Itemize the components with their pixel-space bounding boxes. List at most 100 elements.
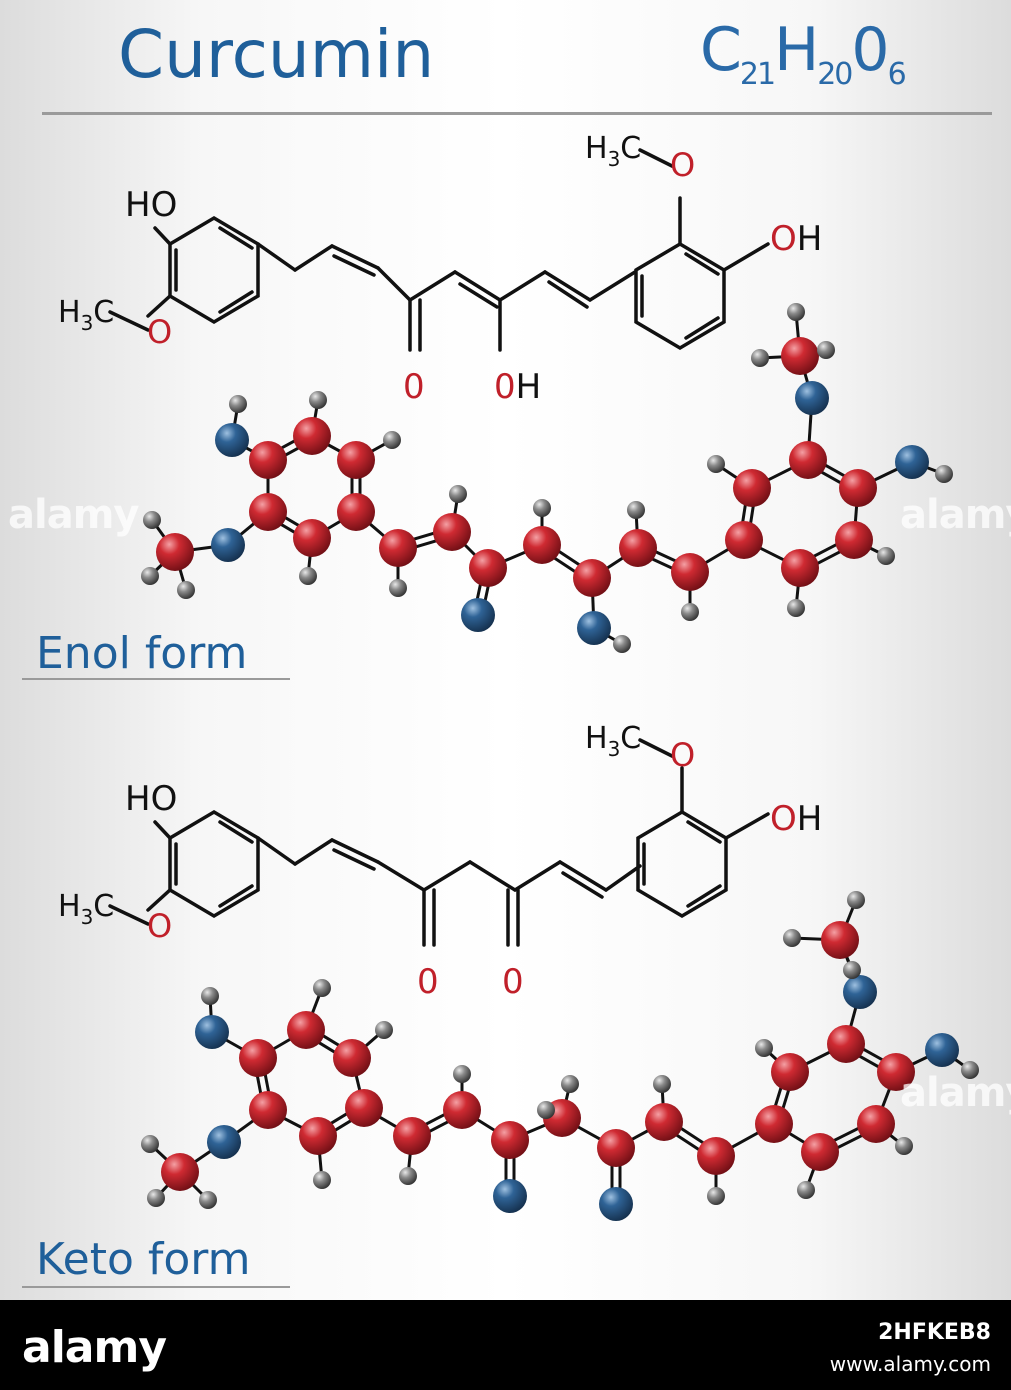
- ho-label: HO: [125, 185, 177, 225]
- enol-carbon-atom: [293, 519, 331, 557]
- ho-label: HO: [125, 779, 177, 819]
- enol-hydrogen-atom: [299, 567, 317, 585]
- enol-carbon-atom: [433, 513, 471, 551]
- enol-oh-label: 0H: [494, 367, 541, 407]
- enol-hydrogen-atom: [389, 579, 407, 597]
- enol-ball-and-stick-model: [141, 303, 953, 653]
- keto-carbon-atom: [393, 1117, 431, 1155]
- stock-footer: [0, 1300, 1011, 1390]
- keto-carbon-atom: [597, 1129, 635, 1167]
- watermark: alamy: [900, 492, 1011, 538]
- site-url: www.alamy.com: [829, 1352, 991, 1376]
- image-id: 2HFKEB8: [878, 1320, 991, 1345]
- carbonyl-oxygen-label: 0: [502, 962, 524, 1002]
- enol-carbon-atom: [733, 469, 771, 507]
- keto-carbon-atom: [443, 1091, 481, 1129]
- keto-hydrogen-atom: [707, 1187, 725, 1205]
- keto-hydrogen-atom: [201, 987, 219, 1005]
- enol-hydrogen-atom: [309, 391, 327, 409]
- keto-hydrogen-atom: [147, 1189, 165, 1207]
- enol-carbon-atom: [789, 441, 827, 479]
- keto-oxygen-atom: [599, 1187, 633, 1221]
- enol-oxygen-atom: [577, 611, 611, 645]
- keto-hydrogen-atom: [399, 1167, 417, 1185]
- carbonyl-oxygen-label: 0: [417, 962, 439, 1002]
- enol-carbon-atom: [725, 521, 763, 559]
- keto-hydrogen-atom: [847, 891, 865, 909]
- enol-carbon-atom: [619, 529, 657, 567]
- enol-skeletal-structure: [108, 148, 770, 352]
- keto-carbon-atom: [771, 1053, 809, 1091]
- keto-carbon-atom: [299, 1117, 337, 1155]
- keto-hydrogen-atom: [141, 1135, 159, 1153]
- keto-atom-labels: HO H3C O 0 0 H3C O OH: [58, 721, 822, 1002]
- h3c-label: H3C: [585, 721, 641, 761]
- keto-carbon-atom: [801, 1133, 839, 1171]
- enol-carbon-atom: [839, 469, 877, 507]
- enol-carbon-atom: [781, 549, 819, 587]
- enol-hydrogen-atom: [229, 395, 247, 413]
- keto-carbon-atom: [697, 1137, 735, 1175]
- keto-carbon-atom: [491, 1121, 529, 1159]
- keto-carbon-atom: [345, 1089, 383, 1127]
- oxygen-label: O: [670, 736, 695, 774]
- keto-hydrogen-atom: [313, 1171, 331, 1189]
- enol-hydrogen-atom: [787, 599, 805, 617]
- watermark: alamy: [8, 492, 139, 538]
- enol-hydrogen-atom: [935, 465, 953, 483]
- enol-oxygen-atom: [895, 445, 929, 479]
- enol-label-underline: [22, 678, 290, 680]
- enol-carbon-atom: [469, 549, 507, 587]
- keto-hydrogen-atom: [199, 1191, 217, 1209]
- enol-carbon-atom: [671, 553, 709, 591]
- keto-carbon-atom: [249, 1091, 287, 1129]
- oxygen-label: O: [670, 146, 695, 184]
- enol-carbon-atom: [293, 417, 331, 455]
- keto-hydrogen-atom: [961, 1061, 979, 1079]
- keto-hydrogen-atom: [313, 979, 331, 997]
- keto-oxygen-atom: [195, 1015, 229, 1049]
- enol-atom-labels: HO H3C O 0 0H H3C O OH: [58, 131, 822, 407]
- oh-label: OH: [770, 219, 822, 259]
- h3c-label: H3C: [58, 889, 114, 929]
- keto-form-label: Keto form: [36, 1234, 251, 1285]
- enol-hydrogen-atom: [177, 581, 195, 599]
- keto-hydrogen-atom: [843, 961, 861, 979]
- keto-label-underline: [22, 1286, 290, 1288]
- enol-hydrogen-atom: [141, 567, 159, 585]
- keto-carbon-atom: [821, 921, 859, 959]
- molecular-formula: C21H2006: [700, 15, 907, 92]
- keto-oxygen-atom: [207, 1125, 241, 1159]
- background-panel: [0, 0, 1011, 1300]
- keto-carbon-atom: [877, 1053, 915, 1091]
- enol-hydrogen-atom: [877, 547, 895, 565]
- enol-hydrogen-atom: [817, 341, 835, 359]
- enol-hydrogen-atom: [627, 501, 645, 519]
- keto-carbon-atom: [857, 1105, 895, 1143]
- h3c-label: H3C: [58, 295, 114, 335]
- enol-oxygen-atom: [211, 528, 245, 562]
- enol-form-label: Enol form: [36, 628, 248, 679]
- enol-hydrogen-atom: [613, 635, 631, 653]
- enol-carbon-atom: [523, 526, 561, 564]
- enol-hydrogen-atom: [787, 303, 805, 321]
- keto-carbon-atom: [239, 1039, 277, 1077]
- title-underline: [42, 112, 992, 115]
- keto-hydrogen-atom: [453, 1065, 471, 1083]
- keto-ball-and-stick-model: [141, 891, 979, 1221]
- enol-hydrogen-atom: [751, 349, 769, 367]
- oxygen-label: O: [147, 313, 172, 351]
- enol-oxygen-atom: [215, 423, 249, 457]
- enol-hydrogen-atom: [533, 499, 551, 517]
- enol-hydrogen-atom: [681, 603, 699, 621]
- enol-carbon-atom: [573, 559, 611, 597]
- enol-hydrogen-atom: [143, 511, 161, 529]
- enol-oxygen-atom: [795, 381, 829, 415]
- enol-hydrogen-atom: [707, 455, 725, 473]
- keto-hydrogen-atom: [537, 1101, 555, 1119]
- stock-logo: alamy: [22, 1322, 167, 1373]
- keto-hydrogen-atom: [561, 1075, 579, 1093]
- keto-carbon-atom: [645, 1103, 683, 1141]
- enol-carbon-atom: [156, 533, 194, 571]
